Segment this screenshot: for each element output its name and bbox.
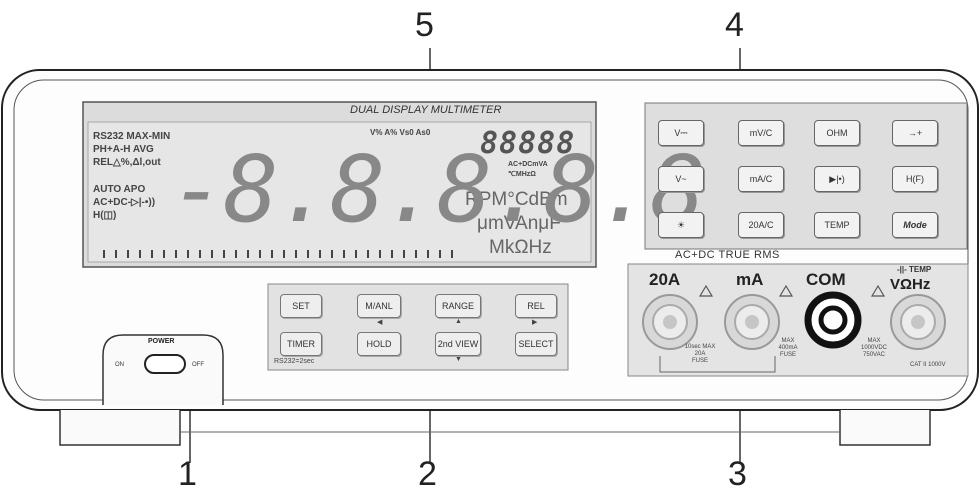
key-range[interactable]: RANGE xyxy=(435,294,481,318)
key-2nd-view[interactable]: 2nd VIEW xyxy=(435,332,481,356)
display-title: DUAL DISPLAY MULTIMETER xyxy=(350,104,502,116)
key-select[interactable]: SELECT xyxy=(515,332,557,356)
jack-vohm-note: MAX 1000VDC 750VAC xyxy=(860,338,887,358)
top-annunciators: V% A% Vs0 As0 xyxy=(370,128,431,137)
device-bezel xyxy=(13,79,969,401)
key-timer[interactable]: TIMER xyxy=(280,332,322,356)
jack-20a-note: 10sec MAX 20A FUSE xyxy=(684,344,716,364)
jack-com-label: COM xyxy=(806,270,846,289)
key-rel[interactable]: REL xyxy=(515,294,557,318)
warning-icon xyxy=(698,284,886,297)
key-ma-c[interactable]: mA/C xyxy=(738,166,784,192)
jack-extra-label: -||- TEMP xyxy=(897,265,932,274)
left-annunciators: RS232 MAX-MIN PH+A-H AVG REL△%,Δl,out AU… xyxy=(93,131,171,221)
right-small-annunciators: AC+DCmVA ℃MHzΩ xyxy=(508,161,548,178)
key-capacitance[interactable]: →+ xyxy=(892,120,938,146)
jack-ma-label: mA xyxy=(736,270,764,289)
callout-4: 4 xyxy=(725,6,744,44)
callout-3: 3 xyxy=(728,455,747,493)
power-switch xyxy=(144,354,186,374)
function-caption: AC+DC TRUE RMS xyxy=(675,249,780,261)
callout-1: 1 xyxy=(178,455,197,493)
key-set[interactable]: SET xyxy=(280,294,322,318)
key-diode[interactable]: ▶|•) xyxy=(814,166,860,192)
bar-graph xyxy=(103,250,453,258)
arrow-right-icon: ▶ xyxy=(532,319,538,326)
key-20a-c[interactable]: 20A/C xyxy=(738,212,784,238)
callout-2: 2 xyxy=(418,455,437,493)
jack-vohm-label: VΩHz xyxy=(890,276,931,293)
callout-5: 5 xyxy=(415,6,434,44)
power-label: POWER xyxy=(148,338,175,345)
key-m-anl[interactable]: M/ANL xyxy=(357,294,401,318)
arrow-left-icon: ◀ xyxy=(377,319,383,326)
secondary-digits: 88888 xyxy=(480,126,576,161)
fuse-bracket xyxy=(659,356,776,373)
jack-20a-label: 20A xyxy=(649,270,681,289)
jack-com xyxy=(804,291,862,349)
jack-20a xyxy=(642,294,698,350)
key-v-dc[interactable]: V⎓ xyxy=(658,120,704,146)
jack-ma-note: MAX 400mA FUSE xyxy=(778,338,798,358)
jack-ma xyxy=(724,294,780,350)
unit-annunciators: RPM°CdBm μmVAnμF MkΩHz xyxy=(465,189,568,258)
key-temp[interactable]: TEMP xyxy=(814,212,860,238)
panel-caption: RS232=2sec xyxy=(274,358,315,365)
foot-left xyxy=(59,410,181,446)
key-hz[interactable]: H(F) xyxy=(892,166,938,192)
lcd-window xyxy=(87,121,592,263)
power-off-label: OFF xyxy=(192,362,204,368)
main-digits: -8.8.8.8.8 xyxy=(170,136,706,243)
jack-vohm xyxy=(890,294,946,350)
key-ohm[interactable]: OHM xyxy=(814,120,860,146)
key-hold[interactable]: HOLD xyxy=(357,332,401,356)
key-mode[interactable]: Mode xyxy=(892,212,938,238)
key-backlight[interactable]: ☀ xyxy=(658,212,704,238)
foot-right xyxy=(839,410,931,446)
arrow-up-icon: ▲ xyxy=(455,318,462,325)
arrow-down-icon: ▼ xyxy=(455,356,462,363)
cat-rating: CAT II 1000V xyxy=(910,362,946,368)
key-mv-c[interactable]: mV/C xyxy=(738,120,784,146)
power-on-label: ON xyxy=(115,362,124,368)
key-v-ac[interactable]: V~ xyxy=(658,166,704,192)
